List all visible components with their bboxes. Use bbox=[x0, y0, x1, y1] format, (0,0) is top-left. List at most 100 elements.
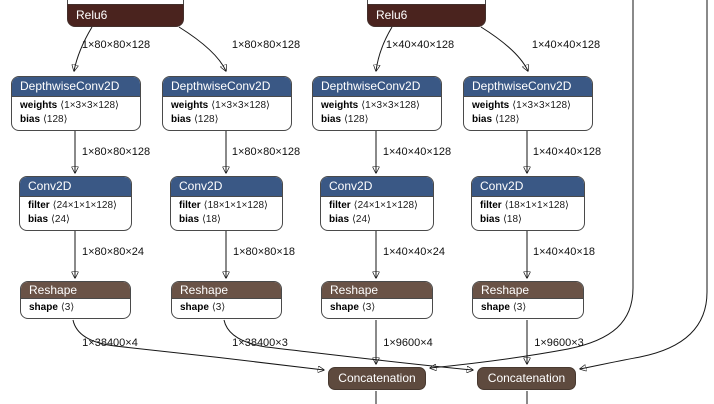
param-value: ⟨24⟩ bbox=[51, 214, 70, 225]
node-conv2d-3[interactable]: Conv2D filter⟨24×1×1×128⟩ bias⟨24⟩ bbox=[320, 176, 434, 231]
param-name: shape bbox=[29, 302, 58, 313]
node-title: Conv2D bbox=[321, 177, 433, 197]
param-name: bias bbox=[321, 114, 342, 125]
param-value: ⟨24×1×1×128⟩ bbox=[353, 200, 418, 211]
tensor-shape-label: 1×80×80×128 bbox=[231, 39, 301, 51]
param-name: weights bbox=[20, 100, 58, 111]
tensor-shape-label: 1×9600×3 bbox=[534, 337, 584, 349]
node-title: DepthwiseConv2D bbox=[464, 77, 592, 97]
param-value: ⟨24×1×1×128⟩ bbox=[52, 200, 117, 211]
node-title: DepthwiseConv2D bbox=[163, 77, 291, 97]
node-concatenation-1[interactable]: Concatenation bbox=[328, 367, 426, 390]
node-title: Conv2D bbox=[20, 177, 131, 197]
param-value: ⟨1×3×3×128⟩ bbox=[361, 100, 420, 111]
param-value: ⟨24⟩ bbox=[352, 214, 371, 225]
node-conv2d-2[interactable]: Conv2D filter⟨18×1×1×128⟩ bias⟨18⟩ bbox=[170, 176, 283, 231]
param-name: filter bbox=[480, 200, 502, 211]
param-value: ⟨1×3×3×128⟩ bbox=[60, 100, 119, 111]
node-relu6-1[interactable]: Relu6 bbox=[67, 0, 184, 27]
param-value: ⟨18⟩ bbox=[202, 214, 221, 225]
param-value: ⟨3⟩ bbox=[361, 302, 376, 313]
param-name: weights bbox=[171, 100, 209, 111]
node-reshape-3[interactable]: Reshape shape⟨3⟩ bbox=[321, 281, 433, 319]
param-name: weights bbox=[472, 100, 510, 111]
param-name: bias bbox=[28, 214, 49, 225]
node-title: Reshape bbox=[21, 282, 130, 299]
param-name: filter bbox=[329, 200, 351, 211]
edge-bypass-concat2 bbox=[580, 0, 708, 369]
tensor-shape-label: 1×40×40×18 bbox=[532, 246, 596, 258]
node-params: weights⟨1×3×3×128⟩ bias⟨128⟩ bbox=[464, 97, 592, 130]
node-depthwise-conv2d-3[interactable]: DepthwiseConv2D weights⟨1×3×3×128⟩ bias⟨… bbox=[312, 76, 442, 131]
edge-relu2-dw4 bbox=[480, 26, 528, 71]
node-params: shape⟨3⟩ bbox=[473, 299, 583, 318]
node-title: Conv2D bbox=[171, 177, 282, 197]
tensor-shape-label: 1×80×80×18 bbox=[232, 246, 296, 258]
tensor-shape-label: 1×80×80×24 bbox=[81, 246, 145, 258]
node-conv2d-1[interactable]: Conv2D filter⟨24×1×1×128⟩ bias⟨24⟩ bbox=[19, 176, 132, 231]
node-conv2d-4[interactable]: Conv2D filter⟨18×1×1×128⟩ bias⟨18⟩ bbox=[471, 176, 585, 231]
node-params: filter⟨18×1×1×128⟩ bias⟨18⟩ bbox=[472, 197, 584, 230]
node-relu6-2[interactable]: Relu6 bbox=[367, 0, 486, 27]
param-name: shape bbox=[180, 302, 209, 313]
tensor-shape-label: 1×40×40×128 bbox=[382, 146, 452, 158]
param-value: ⟨128⟩ bbox=[344, 114, 369, 125]
param-value: ⟨18⟩ bbox=[503, 214, 522, 225]
node-title: Reshape bbox=[172, 282, 281, 299]
tensor-shape-label: 1×80×80×128 bbox=[231, 146, 301, 158]
tensor-shape-label: 1×38400×4 bbox=[82, 337, 138, 349]
param-value: ⟨128⟩ bbox=[194, 114, 219, 125]
edge-relu1-dw2 bbox=[178, 26, 226, 71]
node-params: filter⟨18×1×1×128⟩ bias⟨18⟩ bbox=[171, 197, 282, 230]
param-value: ⟨128⟩ bbox=[43, 114, 68, 125]
param-value: ⟨3⟩ bbox=[512, 302, 527, 313]
param-name: bias bbox=[20, 114, 41, 125]
node-params: shape⟨3⟩ bbox=[172, 299, 281, 318]
param-name: bias bbox=[472, 114, 493, 125]
node-params: shape⟨3⟩ bbox=[21, 299, 130, 318]
node-params: filter⟨24×1×1×128⟩ bias⟨24⟩ bbox=[20, 197, 131, 230]
param-name: filter bbox=[28, 200, 50, 211]
node-depthwise-conv2d-1[interactable]: DepthwiseConv2D weights⟨1×3×3×128⟩ bias⟨… bbox=[11, 76, 141, 131]
param-name: bias bbox=[480, 214, 501, 225]
node-title: DepthwiseConv2D bbox=[313, 77, 441, 97]
param-value: ⟨18×1×1×128⟩ bbox=[203, 200, 268, 211]
node-title: Reshape bbox=[322, 282, 432, 299]
tensor-shape-label: 1×38400×3 bbox=[232, 337, 288, 349]
param-value: ⟨1×3×3×128⟩ bbox=[512, 100, 571, 111]
node-params: weights⟨1×3×3×128⟩ bias⟨128⟩ bbox=[163, 97, 291, 130]
tensor-shape-label: 1×80×80×128 bbox=[81, 39, 151, 51]
node-params: weights⟨1×3×3×128⟩ bias⟨128⟩ bbox=[12, 97, 140, 130]
relu6-activation-bar[interactable]: Relu6 bbox=[67, 4, 184, 27]
tensor-shape-label: 1×40×40×24 bbox=[382, 246, 446, 258]
node-title: DepthwiseConv2D bbox=[12, 77, 140, 97]
param-name: bias bbox=[179, 214, 200, 225]
param-value: ⟨1×3×3×128⟩ bbox=[211, 100, 270, 111]
node-reshape-4[interactable]: Reshape shape⟨3⟩ bbox=[472, 281, 584, 319]
node-params: filter⟨24×1×1×128⟩ bias⟨24⟩ bbox=[321, 197, 433, 230]
param-value: ⟨3⟩ bbox=[211, 302, 226, 313]
tensor-shape-label: 1×80×80×128 bbox=[81, 146, 151, 158]
node-reshape-1[interactable]: Reshape shape⟨3⟩ bbox=[20, 281, 131, 319]
node-concatenation-2[interactable]: Concatenation bbox=[477, 367, 576, 390]
param-value: ⟨3⟩ bbox=[60, 302, 75, 313]
param-name: bias bbox=[171, 114, 192, 125]
param-name: bias bbox=[329, 214, 350, 225]
node-title: Conv2D bbox=[472, 177, 584, 197]
node-depthwise-conv2d-2[interactable]: DepthwiseConv2D weights⟨1×3×3×128⟩ bias⟨… bbox=[162, 76, 292, 131]
param-name: filter bbox=[179, 200, 201, 211]
tensor-shape-label: 1×40×40×128 bbox=[531, 39, 601, 51]
node-params: weights⟨1×3×3×128⟩ bias⟨128⟩ bbox=[313, 97, 441, 130]
param-value: ⟨128⟩ bbox=[495, 114, 520, 125]
param-name: shape bbox=[481, 302, 510, 313]
node-depthwise-conv2d-4[interactable]: DepthwiseConv2D weights⟨1×3×3×128⟩ bias⟨… bbox=[463, 76, 593, 131]
node-params: shape⟨3⟩ bbox=[322, 299, 432, 318]
tensor-shape-label: 1×9600×4 bbox=[383, 337, 433, 349]
param-name: weights bbox=[321, 100, 359, 111]
param-name: shape bbox=[330, 302, 359, 313]
relu6-activation-bar[interactable]: Relu6 bbox=[367, 4, 486, 27]
param-value: ⟨18×1×1×128⟩ bbox=[504, 200, 569, 211]
node-reshape-2[interactable]: Reshape shape⟨3⟩ bbox=[171, 281, 282, 319]
tensor-shape-label: 1×40×40×128 bbox=[532, 146, 602, 158]
